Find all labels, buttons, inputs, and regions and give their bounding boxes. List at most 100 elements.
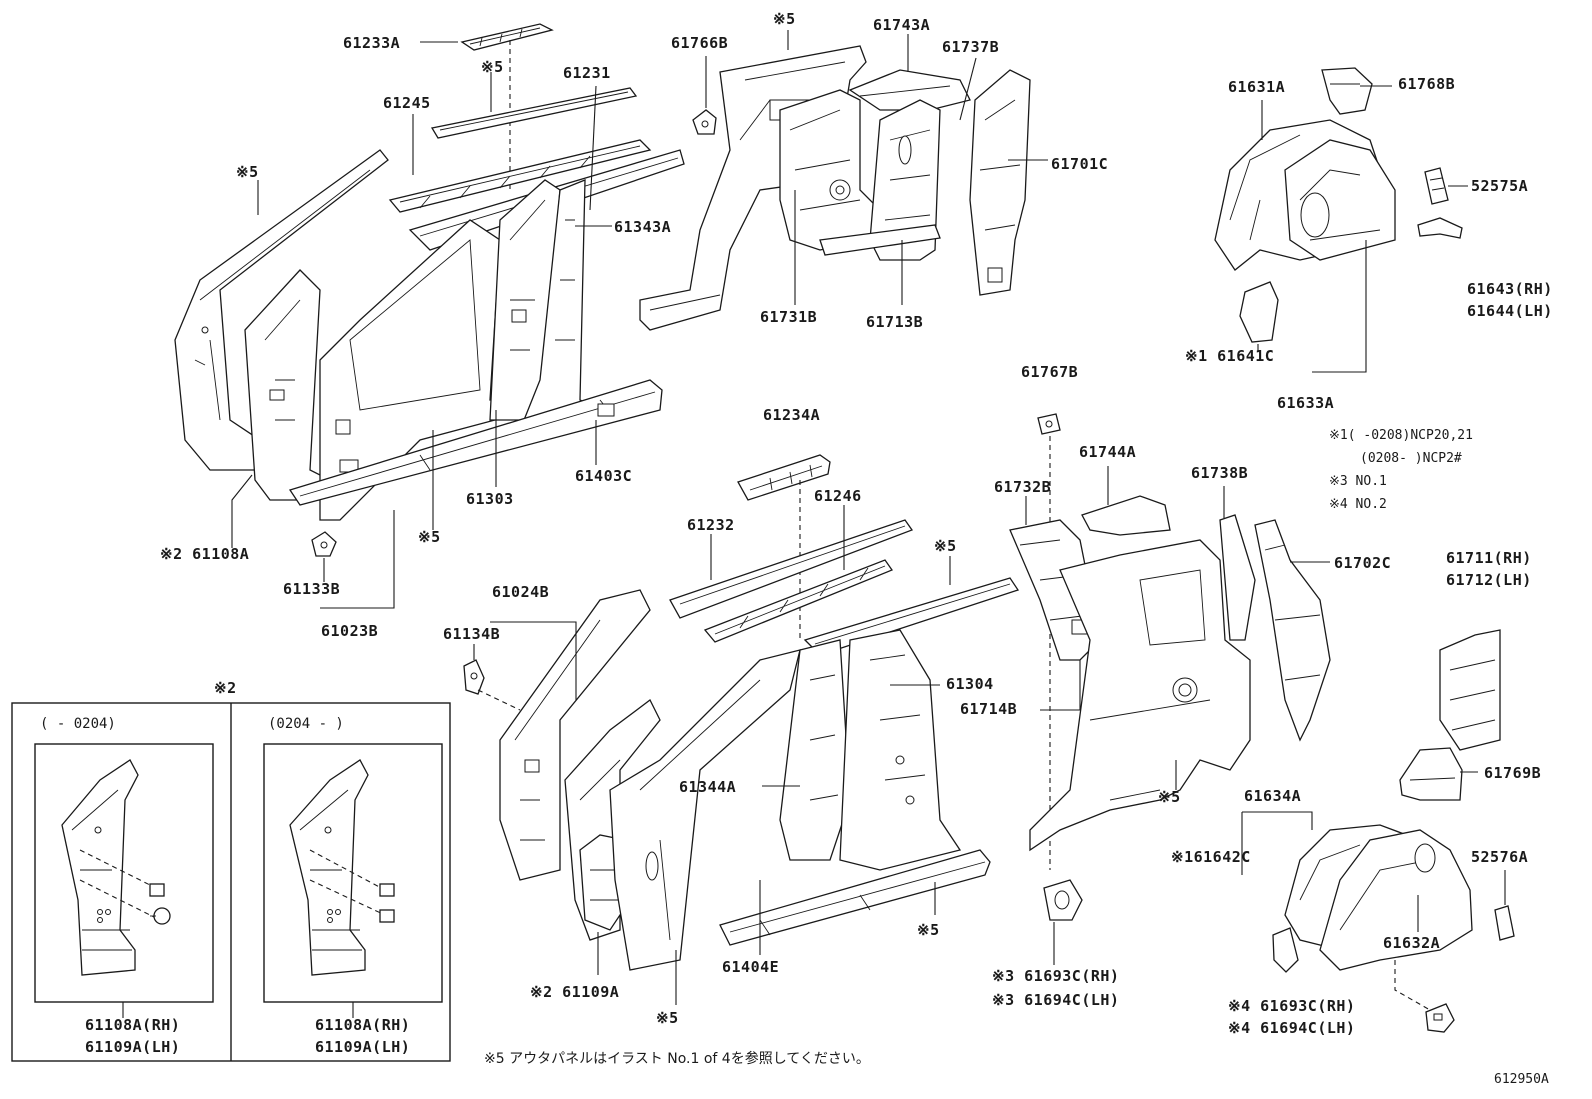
part-61642C-art	[1272, 927, 1299, 973]
label-61768B[interactable]: 61768B	[1398, 75, 1456, 93]
label-61738B[interactable]: 61738B	[1191, 464, 1249, 482]
label-61343A[interactable]: 61343A	[614, 218, 672, 236]
leader-61231	[589, 85, 597, 211]
pillar-front-lower-outer-art	[499, 589, 651, 881]
diagram-id: 612950A	[1494, 1072, 1549, 1087]
label-61231[interactable]: 61231	[563, 64, 611, 82]
label-61744A[interactable]: 61744A	[1079, 443, 1137, 461]
part-61232-art	[669, 519, 914, 619]
label-61109A[interactable]: ※2 61109A	[530, 983, 620, 1001]
label-61303[interactable]: 61303	[466, 490, 514, 508]
label-61642C[interactable]: ※161642C	[1171, 848, 1251, 866]
label-61023B[interactable]: 61023B	[321, 622, 379, 640]
label-61694C-3[interactable]: ※3 61694C(LH)	[992, 991, 1120, 1009]
wheelhouse-inner-art	[1284, 139, 1396, 261]
ref-5-f: ※5	[917, 921, 940, 939]
part-61245-art	[430, 87, 638, 139]
part-52576A-art	[1494, 905, 1515, 941]
label-61304[interactable]: 61304	[946, 675, 994, 693]
label-61404E[interactable]: 61404E	[722, 958, 780, 976]
label-61643[interactable]: 61643(RH)	[1467, 280, 1553, 298]
legend-line-2: (0208- )NCP2#	[1360, 451, 1462, 466]
footnote: ※5 アウタパネルはイラスト No.1 of 4を参照してください。	[484, 1051, 870, 1067]
label-61767B[interactable]: 61767B	[1021, 363, 1079, 381]
label-61711[interactable]: 61711(RH)	[1446, 549, 1532, 567]
label-61694C-4[interactable]: ※4 61694C(LH)	[1228, 1019, 1356, 1037]
pillar-front-outer-art	[174, 149, 389, 471]
label-61731B[interactable]: 61731B	[760, 308, 818, 326]
part-61768B-art	[1321, 67, 1373, 115]
label-61632A[interactable]: 61632A	[1383, 934, 1441, 952]
part-61744A-art	[1081, 495, 1171, 536]
label-61234A[interactable]: 61234A	[763, 406, 821, 424]
legend-line-3: ※3 NO.1	[1329, 474, 1387, 489]
label-61769B[interactable]: 61769B	[1484, 764, 1542, 782]
part-61403C-art	[288, 379, 663, 506]
label-61702C[interactable]: 61702C	[1334, 554, 1392, 572]
part-61743A-art	[848, 69, 971, 111]
label-52575A[interactable]: 52575A	[1471, 177, 1529, 195]
inset-left-part-lh[interactable]: 61109A(LH)	[85, 1038, 181, 1056]
label-61732B[interactable]: 61732B	[994, 478, 1052, 496]
part-61641C-art	[1239, 281, 1279, 343]
label-61024B[interactable]: 61024B	[492, 583, 550, 601]
ref-5-e: ※5	[934, 537, 957, 555]
leader-61024B	[490, 621, 577, 700]
label-61233A[interactable]: 61233A	[343, 34, 401, 52]
legend-line-4: ※4 NO.2	[1329, 497, 1387, 512]
part-61711-art	[1439, 629, 1501, 751]
ref-5-h: ※5	[1158, 788, 1181, 806]
label-61693C-4[interactable]: ※4 61693C(RH)	[1228, 997, 1356, 1015]
label-61693C-3[interactable]: ※3 61693C(RH)	[992, 967, 1120, 985]
label-61644[interactable]: 61644(LH)	[1467, 302, 1553, 320]
leader-61737B	[959, 57, 977, 121]
label-61344A[interactable]: 61344A	[679, 778, 737, 796]
label-61134B[interactable]: 61134B	[443, 625, 501, 643]
door-frame-lower-art	[609, 649, 801, 971]
label-61634A[interactable]: 61634A	[1244, 787, 1302, 805]
label-61245[interactable]: 61245	[383, 94, 431, 112]
label-61743A[interactable]: 61743A	[873, 16, 931, 34]
part-61693C-3-art	[1043, 879, 1083, 921]
part-61732B-art	[1009, 519, 1101, 661]
ref-5-a: ※5	[481, 58, 504, 76]
label-61714B[interactable]: 61714B	[960, 700, 1018, 718]
label-52576A[interactable]: 52576A	[1471, 848, 1529, 866]
label-61701C[interactable]: 61701C	[1051, 155, 1109, 173]
label-61246[interactable]: 61246	[814, 487, 862, 505]
leader-61134B-dash	[477, 689, 521, 711]
pillar-center-lower-inner-art	[839, 629, 962, 871]
label-61712[interactable]: 61712(LH)	[1446, 571, 1532, 589]
part-61643-art	[1417, 217, 1463, 239]
inset-right-part-rh[interactable]: 61108A(RH)	[315, 1016, 411, 1034]
leader-61634A	[1242, 811, 1313, 830]
part-61737B-art	[969, 69, 1031, 296]
inset-title: ※2	[214, 679, 237, 697]
part-61234A-art	[737, 454, 831, 501]
inset-right-part-lh[interactable]: 61109A(LH)	[315, 1038, 411, 1056]
part-61713B-art	[869, 99, 941, 261]
part-61766B-art	[692, 109, 717, 135]
part-61693C-4-art	[1425, 1003, 1455, 1033]
wheelhouse-lower-inner-art	[1319, 829, 1473, 971]
part-61246-art	[703, 559, 893, 643]
inset-right-range: (0204 - )	[268, 716, 344, 732]
label-61713B[interactable]: 61713B	[866, 313, 924, 331]
label-61232[interactable]: 61232	[687, 516, 735, 534]
label-61766B[interactable]: 61766B	[671, 34, 729, 52]
label-61737B[interactable]: 61737B	[942, 38, 1000, 56]
quarter-panel-art	[1029, 539, 1251, 852]
label-61133B[interactable]: 61133B	[283, 580, 341, 598]
label-61641C[interactable]: ※1 61641C	[1185, 347, 1275, 365]
part-61738B-art	[1219, 514, 1256, 641]
label-61633A[interactable]: 61633A	[1277, 394, 1335, 412]
label-61108A[interactable]: ※2 61108A	[160, 545, 250, 563]
inset-left-range: ( - 0204)	[40, 716, 116, 732]
legend-line-1: ※1( -0208)NCP20,21	[1329, 428, 1473, 443]
inset-left-part-rh[interactable]: 61108A(RH)	[85, 1016, 181, 1034]
label-61631A[interactable]: 61631A	[1228, 78, 1286, 96]
part-61767B-art	[1037, 413, 1061, 435]
label-61403C[interactable]: 61403C	[575, 467, 633, 485]
